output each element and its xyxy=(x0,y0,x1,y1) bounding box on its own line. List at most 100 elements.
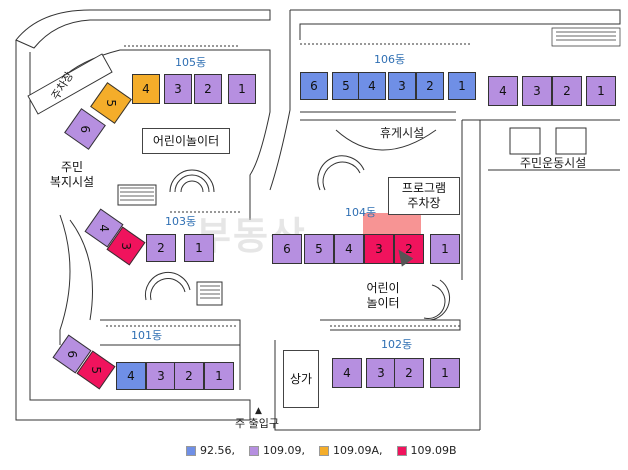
unit-label: 3 xyxy=(157,369,165,383)
building-106-label: 106동 xyxy=(374,53,406,66)
legend-swatch xyxy=(396,445,407,456)
unit-b102-2[interactable]: 2 xyxy=(394,358,424,388)
unit-b104-5[interactable]: 5 xyxy=(304,234,334,264)
unit-label: 2 xyxy=(204,82,212,96)
legend-item: 92.56, xyxy=(186,444,235,457)
building-101-label: 101동 xyxy=(131,329,163,342)
unit-label: 1 xyxy=(238,82,246,96)
unit-b104-4[interactable]: 4 xyxy=(334,234,364,264)
unit-label: 1 xyxy=(597,84,605,98)
legend: 92.56, 109.09, 109.09A, 109.09B xyxy=(186,444,465,457)
playground-mid-label-2: 놀이터 xyxy=(366,296,400,310)
unit-label: 2 xyxy=(157,241,165,255)
unit-label: 3 xyxy=(377,366,385,380)
unit-label: 1 xyxy=(195,241,203,255)
unit-label: 6 xyxy=(283,242,291,256)
legend-label: 109.09, xyxy=(263,444,305,457)
legend-label: 109.09B xyxy=(410,444,457,457)
unit-label: 3 xyxy=(174,82,182,96)
unit-label: 6 xyxy=(77,125,92,133)
building-105-label: 105동 xyxy=(175,56,207,69)
unit-b106-purple-2[interactable]: 2 xyxy=(552,76,582,106)
store: 상가 xyxy=(283,350,319,408)
legend-item: 109.09A, xyxy=(319,444,383,457)
unit-b104-3[interactable]: 3 xyxy=(364,234,394,264)
building-104-label: 104동 xyxy=(345,206,377,219)
unit-b103-2[interactable]: 2 xyxy=(146,234,176,262)
unit-label: 1 xyxy=(441,242,449,256)
unit-b102-3[interactable]: 3 xyxy=(366,358,396,388)
unit-b106-blue-4[interactable]: 4 xyxy=(358,72,386,100)
unit-label: 3 xyxy=(398,79,406,93)
unit-label: 3 xyxy=(375,242,383,256)
unit-label: 4 xyxy=(368,79,376,93)
unit-b104-2[interactable]: 2 xyxy=(394,234,424,264)
sports-facility-label: 주민운동시설 xyxy=(520,156,587,170)
unit-label: 5 xyxy=(315,242,323,256)
unit-label: 3 xyxy=(118,242,133,250)
unit-label: 2 xyxy=(405,366,413,380)
unit-label: 4 xyxy=(127,369,135,383)
unit-label: 4 xyxy=(343,366,351,380)
unit-b104-6[interactable]: 6 xyxy=(272,234,302,264)
unit-b103-1[interactable]: 1 xyxy=(184,234,214,262)
unit-b106-blue-6[interactable]: 6 xyxy=(300,72,328,100)
unit-b106-purple-3[interactable]: 3 xyxy=(522,76,552,106)
program-parking-label-1: 프로그램 xyxy=(401,181,447,195)
playground-top: 어린이놀이터 xyxy=(142,128,230,154)
unit-b101-2[interactable]: 2 xyxy=(174,362,204,390)
legend-swatch xyxy=(249,445,259,456)
unit-b105-2[interactable]: 2 xyxy=(194,74,222,104)
unit-label: 5 xyxy=(103,99,118,107)
unit-b104-1[interactable]: 1 xyxy=(430,234,460,264)
playground-top-label: 어린이놀이터 xyxy=(152,133,220,148)
unit-label: 2 xyxy=(185,369,193,383)
main-entrance-label: 주 출입구 xyxy=(235,417,279,430)
unit-b106-purple-4[interactable]: 4 xyxy=(488,76,518,106)
playground-mid-label-1: 어린이 xyxy=(366,281,400,295)
unit-label: 5 xyxy=(88,366,103,374)
unit-b106-blue-2[interactable]: 2 xyxy=(416,72,444,100)
unit-label: 4 xyxy=(96,224,111,232)
unit-b101-3[interactable]: 3 xyxy=(146,362,176,390)
unit-label: 1 xyxy=(441,366,449,380)
unit-label: 2 xyxy=(426,79,434,93)
unit-b105-3[interactable]: 3 xyxy=(164,74,192,104)
unit-b106-purple-1[interactable]: 1 xyxy=(586,76,616,106)
unit-b101-1[interactable]: 1 xyxy=(204,362,234,390)
rest-area-label: 휴게시설 xyxy=(380,126,425,140)
program-parking: 프로그램 주차장 xyxy=(388,177,460,215)
unit-label: 4 xyxy=(142,82,150,96)
unit-label: 6 xyxy=(310,79,318,93)
unit-label: 4 xyxy=(499,84,507,98)
unit-b102-1[interactable]: 1 xyxy=(430,358,460,388)
unit-label: 4 xyxy=(345,242,353,256)
unit-label: 3 xyxy=(533,84,541,98)
legend-item: 109.09B xyxy=(396,444,457,457)
unit-label: 1 xyxy=(458,79,466,93)
unit-b102-4[interactable]: 4 xyxy=(332,358,362,388)
unit-label: 1 xyxy=(215,369,223,383)
unit-b106-blue-1[interactable]: 1 xyxy=(448,72,476,100)
unit-label: 2 xyxy=(563,84,571,98)
entrance-marker-icon: ▲ xyxy=(255,406,262,416)
building-102-label: 102동 xyxy=(381,338,413,351)
legend-item: 109.09, xyxy=(249,444,305,457)
unit-b106-blue-3[interactable]: 3 xyxy=(388,72,416,100)
store-label: 상가 xyxy=(289,371,313,386)
unit-label: 6 xyxy=(64,350,79,358)
unit-b105-4[interactable]: 4 xyxy=(132,74,160,104)
unit-b101-4[interactable]: 4 xyxy=(116,362,146,390)
building-103-label: 103동 xyxy=(165,215,197,228)
unit-b106-blue-5[interactable]: 5 xyxy=(332,72,360,100)
community-label-2: 복지시설 xyxy=(49,175,95,189)
community-center: 주민 복지시설 xyxy=(40,158,104,192)
legend-label: 92.56, xyxy=(200,444,235,457)
community-label-1: 주민 xyxy=(60,160,84,174)
program-parking-label-2: 주차장 xyxy=(407,196,441,210)
legend-swatch xyxy=(319,445,329,456)
unit-b105-1[interactable]: 1 xyxy=(228,74,256,104)
playground-mid: 어린이 놀이터 xyxy=(337,278,429,314)
